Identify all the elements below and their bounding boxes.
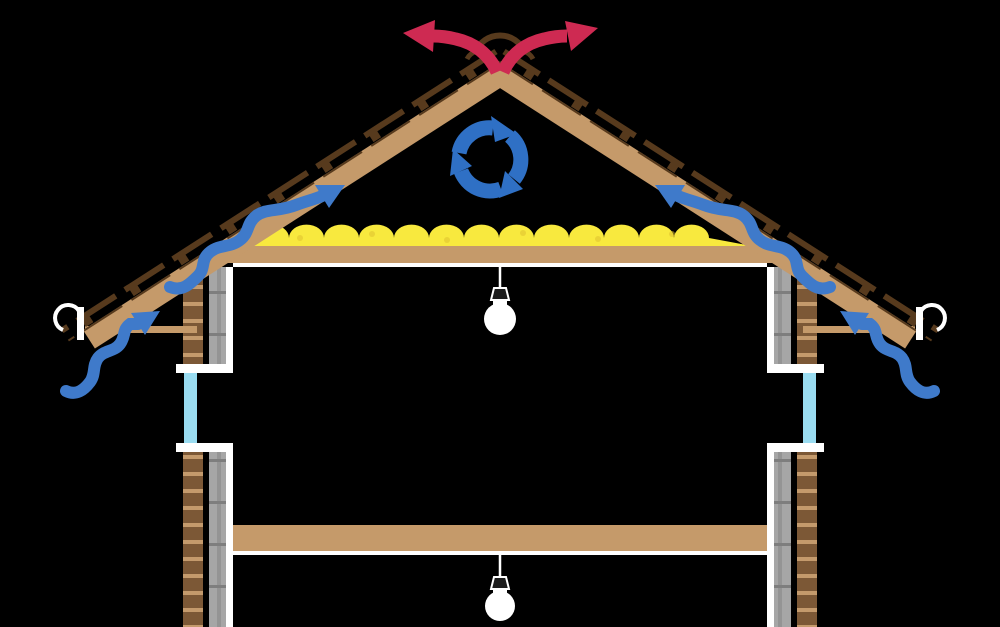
bulb-socket <box>489 576 511 590</box>
left-interior-wall-line-upper <box>226 267 233 364</box>
intake-arrow-left-outer-shaft <box>60 318 144 399</box>
intake-arrow-left-outer-head <box>131 311 160 335</box>
right-soffit-board <box>803 326 915 333</box>
left-window-glass <box>184 373 197 443</box>
upper-room-ceiling-line <box>233 263 767 267</box>
circulation-head-3 <box>450 149 472 176</box>
attic-insulation <box>246 224 752 246</box>
bulb-globe <box>484 303 516 335</box>
right-roof-battens <box>496 48 940 342</box>
intake-arrow-right-outer-head <box>840 311 869 335</box>
gutter-right <box>916 303 947 340</box>
right-interior-wall-line-lower <box>767 452 774 627</box>
insulation-texture-dot <box>444 237 450 243</box>
insulation-texture-dot <box>595 236 601 242</box>
exhaust-arrow-left-head <box>403 20 435 52</box>
left-roof-battens <box>60 48 504 342</box>
left-wall <box>176 267 233 627</box>
right-interior-wall-line-upper <box>767 267 774 364</box>
gutter-hook-icon <box>919 303 947 332</box>
insulation-texture-dot <box>669 231 675 237</box>
circulation-arc-2 <box>504 130 529 184</box>
right-window-lintel <box>767 364 824 373</box>
intake-arrow-left-inner-head <box>315 185 345 208</box>
circulation-arc-3 <box>453 167 504 199</box>
attic-floor-joist-band <box>222 246 778 263</box>
mid-floor-band <box>230 525 770 551</box>
exhaust-air-arrows <box>403 20 598 75</box>
left-block-wall-lower <box>209 452 226 627</box>
left-window-sill <box>176 443 233 452</box>
exhaust-arrow-right-head <box>565 21 598 51</box>
light-bulb-upper <box>484 267 516 335</box>
intake-air-arrows <box>60 185 940 399</box>
intake-arrow-right-inner-shaft <box>672 190 836 295</box>
attic-air-circulation-icon <box>450 116 529 199</box>
intake-arrow-left-inner-shaft <box>164 190 328 295</box>
left-interior-wall-line-lower <box>226 452 233 627</box>
circulation-head-2 <box>499 171 523 198</box>
circulation-arc-1 <box>451 120 494 155</box>
exhaust-arrow-right-shaft <box>497 29 568 75</box>
right-fascia-board <box>916 307 923 340</box>
left-fascia-board <box>77 307 84 340</box>
right-block-wall-lower <box>774 452 791 627</box>
left-soffit-board <box>85 326 197 333</box>
gutter-left <box>53 303 84 340</box>
insulation-texture-dot <box>297 235 303 241</box>
insulation-texture-dot <box>520 230 526 236</box>
left-window-lintel <box>176 364 233 373</box>
intake-arrow-right-outer-shaft <box>856 318 940 399</box>
intake-arrow-right-inner-head <box>655 185 685 208</box>
light-bulb-lower <box>485 555 515 621</box>
lower-room-ceiling-line <box>230 551 770 555</box>
right-window-sill <box>767 443 824 452</box>
bulb-globe <box>485 591 515 621</box>
right-brick-veneer-lower <box>797 452 817 627</box>
insulation-batt <box>246 224 752 246</box>
left-brick-veneer-lower <box>183 452 203 627</box>
insulation-texture-dot <box>369 231 375 237</box>
bulb-socket <box>489 287 511 301</box>
exhaust-arrow-left-shaft <box>432 29 503 75</box>
right-window-glass <box>803 373 816 443</box>
gutter-hook-icon <box>53 303 81 332</box>
left-block-wall-upper <box>209 267 226 364</box>
right-block-wall-upper <box>774 267 791 364</box>
